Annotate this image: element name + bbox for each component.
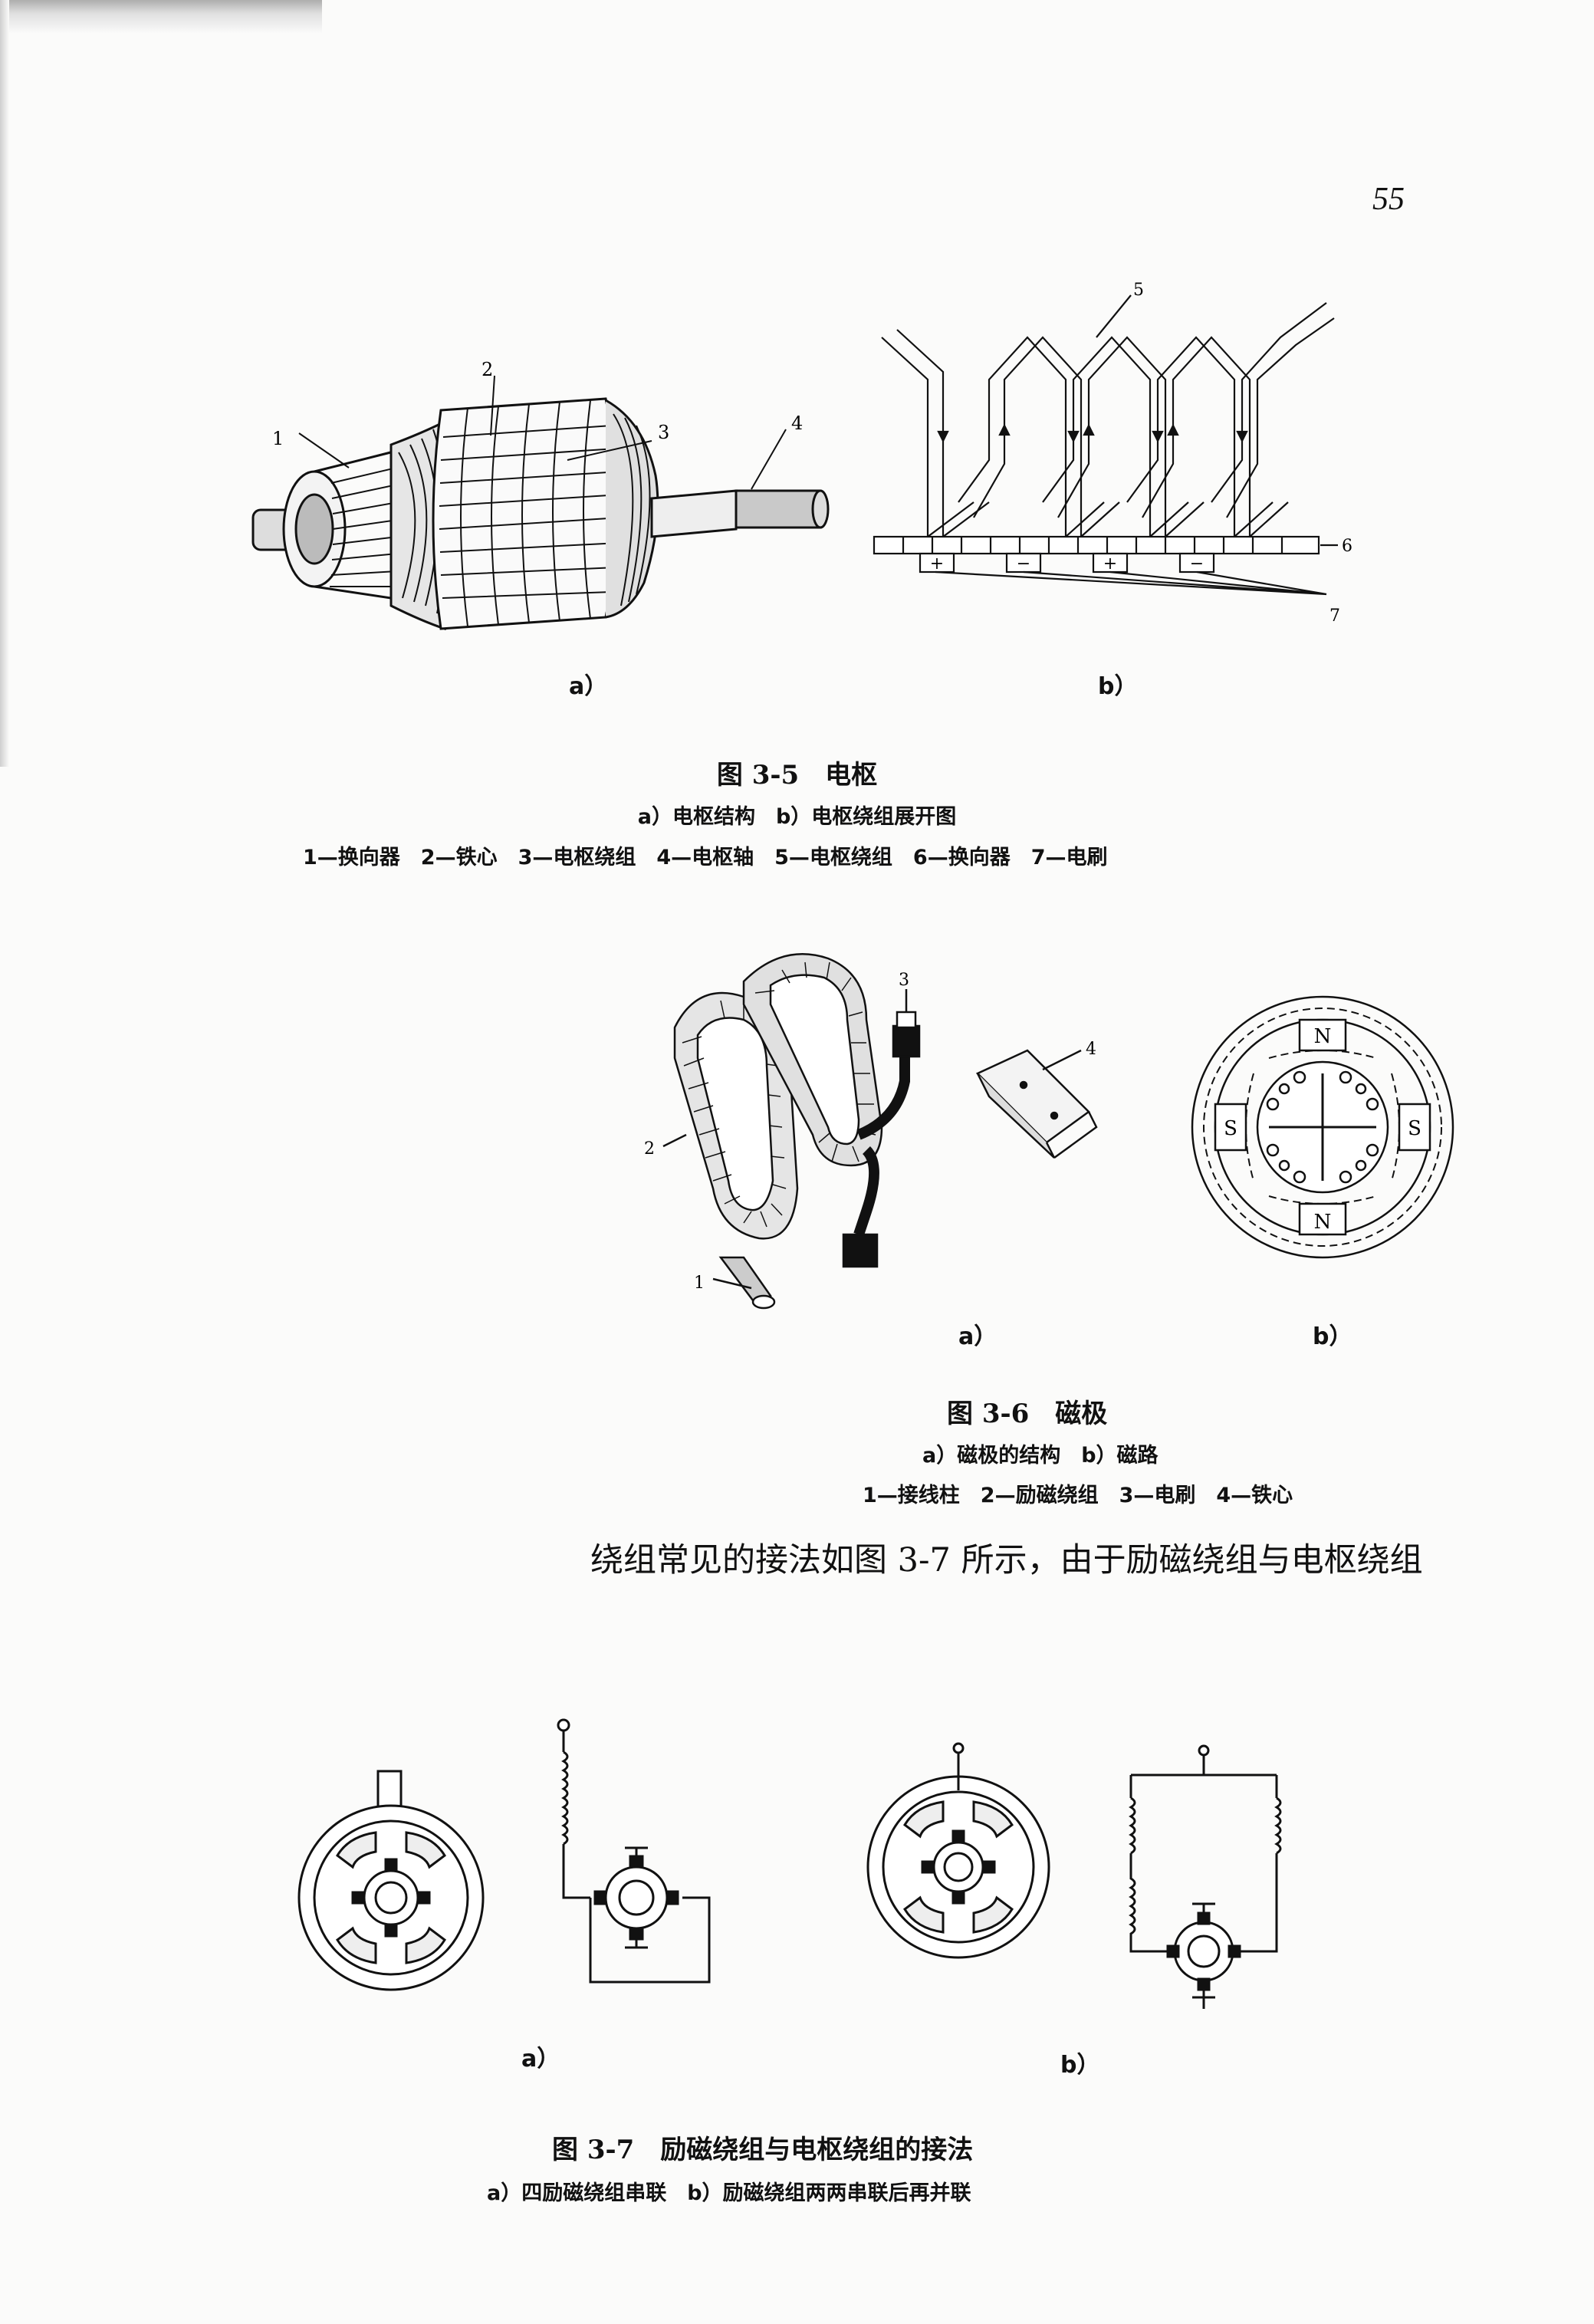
fig35-legend: 1—换向器 2—铁心 3—电枢绕组 4—电枢轴 5—电枢绕组 6—换向器 7—电… [303,846,1108,869]
fig35-label-4: 4 [791,413,803,434]
fig35-label-3: 3 [658,422,669,443]
fig-3-6a-pole-structure: 3 4 2 1 [644,953,1098,1310]
pole-s-left: S [1224,1117,1237,1140]
fig35-label-7: 7 [1329,606,1340,626]
fig36-sub-b: b） [1313,1323,1352,1350]
fig35-subtitle: a）电枢结构 b）电枢绕组展开图 [637,805,957,829]
fig35-sub-a: a） [569,673,608,700]
fig36-label-4: 4 [1086,1040,1096,1059]
scan-edge [0,0,9,767]
fig36-legend: 1—接线柱 2—励磁绕组 3—电刷 4—铁心 [863,1484,1293,1507]
pole-n-bottom: N [1314,1211,1332,1234]
fig-3-5a-armature-drawing: 1 2 3 4 [251,359,830,631]
fig-3-5b-winding-diagram: + − + − 5 6 7 [873,281,1352,626]
fig36-sub-a: a） [958,1323,997,1350]
fig-3-7b-parallel-connection [866,1742,1282,2009]
fig35-label-2: 2 [481,359,493,380]
fig35-label-6: 6 [1342,537,1352,556]
body-text-line: 绕组常见的接法如图 3-7 所示，由于励磁绕组与电枢绕组 [590,1541,1423,1579]
pole-s-right: S [1408,1117,1421,1140]
fig36-label-2: 2 [644,1139,655,1159]
brush-sign-1: + [930,554,944,574]
brush-sign-2: − [1017,554,1030,574]
fig-3-7a-series-connection [297,1718,711,1991]
fig37-title: 图 3-7 励磁绕组与电枢绕组的接法 [552,2135,974,2165]
scan-shadow [0,0,322,34]
fig-3-6b-magnetic-circuit: N S S N [1191,995,1454,1259]
fig37-sub-a: a） [521,2046,560,2073]
pole-n-top: N [1314,1025,1332,1048]
fig36-label-3: 3 [899,971,909,990]
fig35-label-1: 1 [272,428,284,449]
fig37-sub-b: b） [1060,2052,1100,2079]
brush-sign-3: + [1103,554,1117,574]
fig36-title: 图 3-6 磁极 [947,1399,1108,1429]
page-number: 55 [1372,182,1405,217]
fig35-sub-b: b） [1098,673,1138,700]
fig35-label-5: 5 [1133,281,1144,300]
fig37-subtitle: a）四励磁绕组串联 b）励磁绕组两两串联后再并联 [487,2181,971,2205]
fig36-subtitle: a）磁极的结构 b）磁路 [922,1444,1159,1468]
brush-sign-4: − [1190,554,1204,574]
fig36-label-1: 1 [694,1274,705,1293]
fig35-title: 图 3-5 电枢 [716,760,878,791]
